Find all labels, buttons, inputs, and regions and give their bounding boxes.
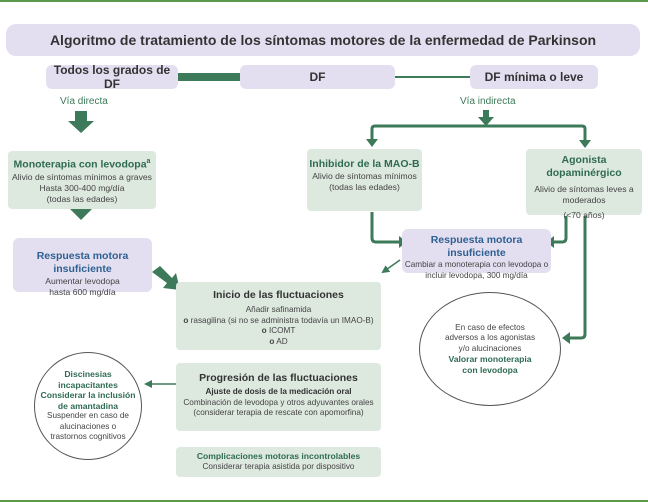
maob-line2: (todas las edades)	[329, 182, 400, 192]
adverse-effects-circle: En caso de efectos adversos a los agonis…	[419, 292, 561, 406]
fluctuations-start-box: Inicio de las fluctuaciones Añadir safin…	[176, 282, 381, 350]
top-border	[0, 0, 648, 2]
response-left-line2: hasta 600 mg/día	[49, 287, 116, 297]
resp-right-to-fluct	[381, 259, 401, 274]
branch-right-head	[579, 140, 591, 148]
complications-line1: Considerar terapia asistida por disposit…	[202, 461, 355, 471]
response-left-title: Respuesta motora insuficiente	[36, 250, 129, 275]
agonist-line2: moderados	[562, 195, 606, 205]
mao-to-resp	[370, 212, 400, 244]
fluctuations-progression-box: Progresión de las fluctuaciones Ajuste d…	[176, 363, 381, 431]
scale-thick-bar	[178, 73, 242, 81]
fluctuations-start-title: Inicio de las fluctuaciones	[213, 289, 344, 301]
agonist-line1: Alivio de síntomas leves a	[534, 184, 634, 194]
indirect-path-label: Vía indirecta	[460, 96, 516, 107]
monotherapy-line1: Alivio de síntomas mínimos a graves	[12, 171, 152, 182]
response-right-line1: Cambiar a monoterapia con levodopa o	[404, 260, 549, 269]
fluctuations-start-line4: o AD	[269, 336, 288, 346]
dyskinesia-n3: trastornos cognitivos	[50, 432, 126, 442]
agonist-to-resp	[552, 216, 568, 244]
fluctuations-start-line1: Añadir safinamida	[245, 305, 312, 314]
adverse-b2: con levodopa	[462, 364, 518, 375]
adverse-b1: Valorar monoterapia	[448, 354, 532, 365]
response-left-box: Respuesta motora insuficiente Aumentar l…	[13, 238, 152, 297]
monotherapy-line2: Hasta 300-400 mg/día	[39, 182, 125, 193]
agonist-box: Agonista dopaminérgico Alivio de síntoma…	[526, 149, 642, 220]
fluctuations-progression-subtitle: Ajuste de dosis de la medicación oral	[205, 387, 352, 396]
direct-path-label: Vía directa	[60, 96, 108, 107]
dyskinesia-b2: incapacitantes	[58, 379, 118, 390]
fluctuations-start-line2: o rasagilina (si no se administra todaví…	[183, 315, 374, 325]
agonist-line3: (<70 años)	[563, 210, 605, 220]
resp-to-fluct-arrow	[152, 266, 180, 290]
dyskinesia-b4: de amantadina	[57, 400, 119, 411]
response-right-line2: incluir levodopa, 300 mg/día	[425, 270, 528, 280]
dyskinesia-circle: Discinesias incapacitantes Considerar la…	[34, 352, 142, 460]
dyskinesia-b3: Considerar la inclusión	[40, 390, 136, 401]
agonist-title: Agonista dopaminérgico	[546, 154, 622, 179]
page-title: Algoritmo de tratamiento de los síntomas…	[6, 24, 640, 56]
fluctuations-progression-line1: Combinación de levodopa y otros adyuvant…	[183, 397, 374, 407]
branch-line	[370, 124, 587, 141]
bottom-border	[0, 500, 648, 502]
complications-box: Complicaciones motoras incontrolables Co…	[176, 447, 381, 477]
response-right-title: Respuesta motora insuficiente	[430, 234, 523, 259]
dyskinesia-b1: Discinesias	[64, 369, 112, 380]
adverse-n3: y/o alucinaciones	[458, 343, 522, 353]
complications-title: Complicaciones motoras incontrolables	[196, 451, 361, 461]
scale-center-label: DF	[240, 65, 395, 89]
scale-right-label: DF mínima o leve	[470, 65, 598, 89]
fluctuations-progression-line2: (considerar terapia de rescate con apomo…	[193, 408, 364, 417]
branch-left-head	[366, 139, 378, 147]
dyskinesia-n2: alucinaciones o	[59, 421, 117, 431]
agonist-to-circle	[568, 216, 587, 340]
indirect-arrow	[478, 110, 494, 126]
direct-arrow	[68, 111, 94, 133]
fluctuations-progression-title: Progresión de las fluctuaciones	[199, 372, 358, 384]
agonist-to-circle-head	[562, 332, 570, 344]
adverse-n1: En caso de efectos	[455, 322, 525, 332]
scale-left-label: Todos los grados de DF	[46, 63, 178, 91]
dyskinesia-n1: Suspender en caso de	[47, 411, 129, 421]
maob-line1: Alivio de síntomas mínimos	[312, 171, 417, 181]
maob-title: Inhibidor de la MAO-B	[309, 158, 420, 170]
response-right-box: Respuesta motora insuficiente Cambiar a …	[402, 229, 551, 280]
fluctuations-start-line3: o ICOMT	[261, 326, 296, 335]
monotherapy-line3: (todas las edades)	[46, 193, 118, 204]
response-left-line1: Aumentar levodopa	[45, 276, 120, 286]
adverse-n2: adversos a los agonistas	[444, 333, 536, 343]
monotherapy-box: Monoterapia con levodopaa Alivio de sínt…	[8, 151, 156, 209]
maob-box: Inhibidor de la MAO-B Alivio de síntomas…	[307, 149, 422, 211]
monotherapy-title: Monoterapia con levodopaa	[13, 158, 151, 171]
